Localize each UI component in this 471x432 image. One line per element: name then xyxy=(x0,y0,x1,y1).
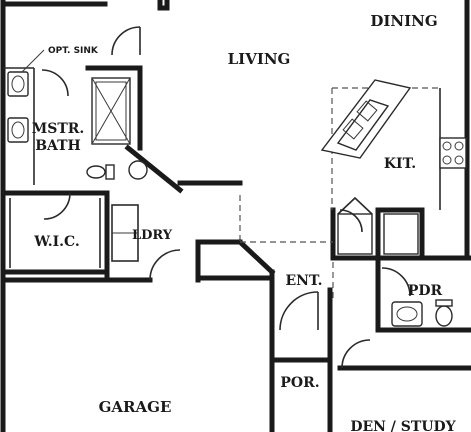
toilet xyxy=(86,165,106,179)
vanity-sink xyxy=(7,117,29,143)
kitchen-fixtures xyxy=(320,79,467,255)
powder-sink xyxy=(391,301,423,327)
entry-door xyxy=(279,291,319,331)
label-living: LIVING xyxy=(228,50,291,68)
opt-sink xyxy=(7,71,29,97)
room-labels: DINING LIVING OPT. SINK MSTR. BATH KIT. … xyxy=(32,12,457,432)
bath-fixtures xyxy=(7,71,453,327)
refrigerator xyxy=(383,213,419,255)
label-opt-sink: OPT. SINK xyxy=(48,46,99,56)
label-garage: GARAGE xyxy=(99,398,172,416)
label-pdr: PDR xyxy=(408,283,443,299)
label-mstr: MSTR. xyxy=(32,121,85,137)
bath-fixture-round xyxy=(128,160,148,180)
opt-sink-leader xyxy=(21,49,45,73)
living-door xyxy=(111,26,141,56)
cooktop xyxy=(439,137,467,169)
label-por: POR. xyxy=(280,375,319,391)
interior-lines xyxy=(3,67,440,300)
label-dining: DINING xyxy=(370,12,437,30)
label-ldry: LDRY xyxy=(132,228,173,243)
label-wic: W.I.C. xyxy=(33,234,80,250)
label-kit: KIT. xyxy=(384,156,416,172)
label-bath: BATH xyxy=(35,138,81,154)
label-ent: ENT. xyxy=(286,273,323,289)
powder-toilet xyxy=(435,305,453,327)
doors xyxy=(41,26,411,369)
label-den-study: DEN / STUDY xyxy=(350,419,456,432)
